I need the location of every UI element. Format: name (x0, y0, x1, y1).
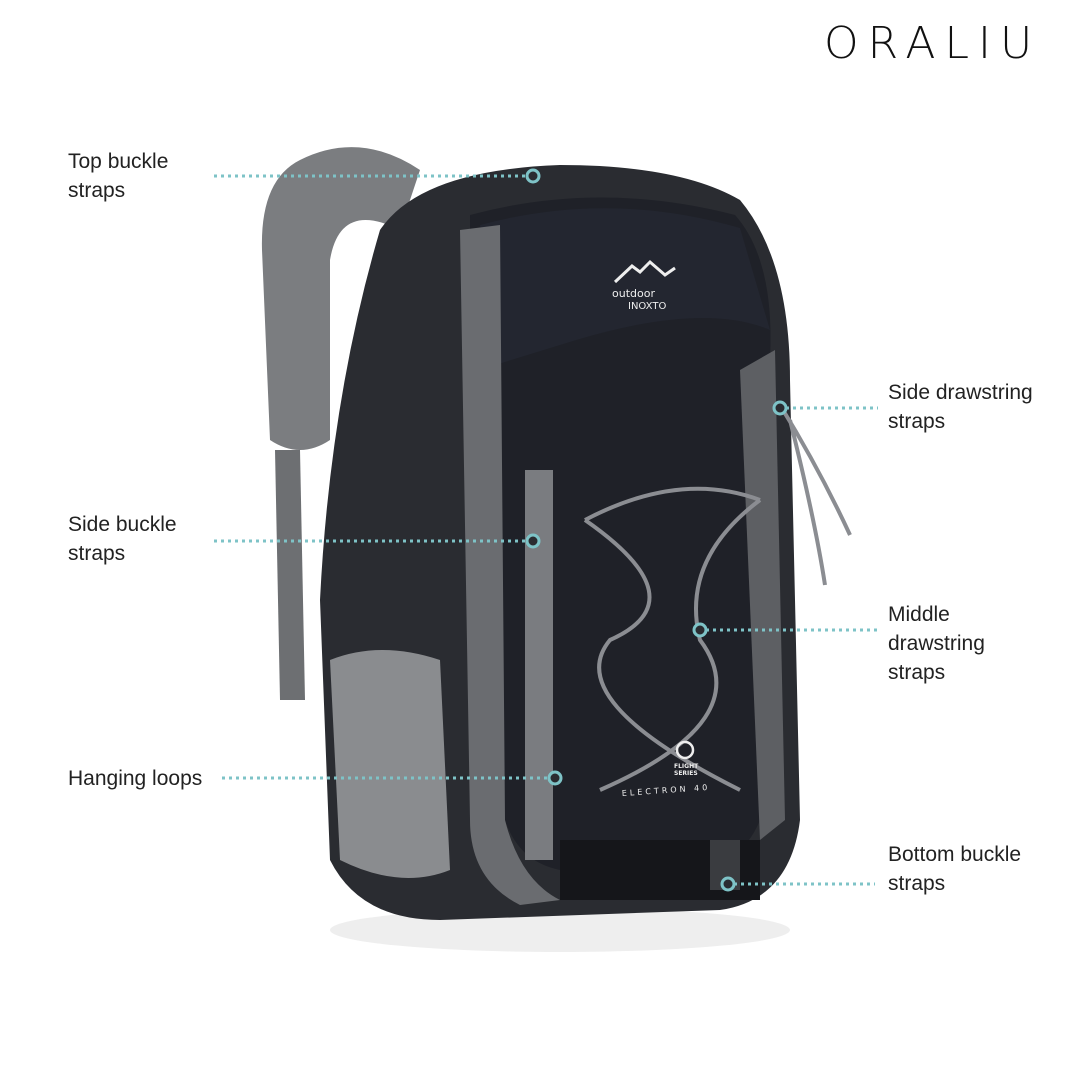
product-logo-line2: INOXTO (628, 301, 666, 312)
brand-logo: ORALIU (824, 18, 1042, 69)
mountain-logo-icon (613, 259, 676, 284)
callout-dot (692, 622, 708, 638)
shoulder-strap (261, 147, 420, 450)
callout-dot (525, 168, 541, 184)
label-top-buckle-straps: Top buckle straps (68, 150, 169, 202)
callout-dot (547, 770, 563, 786)
label-bottom-buckle-straps: Bottom buckle straps (888, 843, 1022, 895)
callout-dot (772, 400, 788, 416)
label-middle-drawstring-straps: Middle drawstring straps (888, 603, 985, 684)
series-logo-icon (675, 740, 695, 760)
series-line1: FLIGHT (674, 763, 699, 770)
callout-dot (720, 876, 736, 892)
drawstring-cord (583, 486, 762, 792)
callout-dot (525, 533, 541, 549)
label-hanging-loops: Hanging loops (68, 767, 203, 790)
mesh-pocket (330, 650, 450, 878)
product-logo-line1: outdoor (612, 287, 655, 300)
label-side-buckle-straps: Side buckle straps (68, 513, 177, 565)
series-line2: SERIES (674, 770, 698, 777)
label-side-drawstring-straps: Side drawstring straps (888, 381, 1033, 433)
